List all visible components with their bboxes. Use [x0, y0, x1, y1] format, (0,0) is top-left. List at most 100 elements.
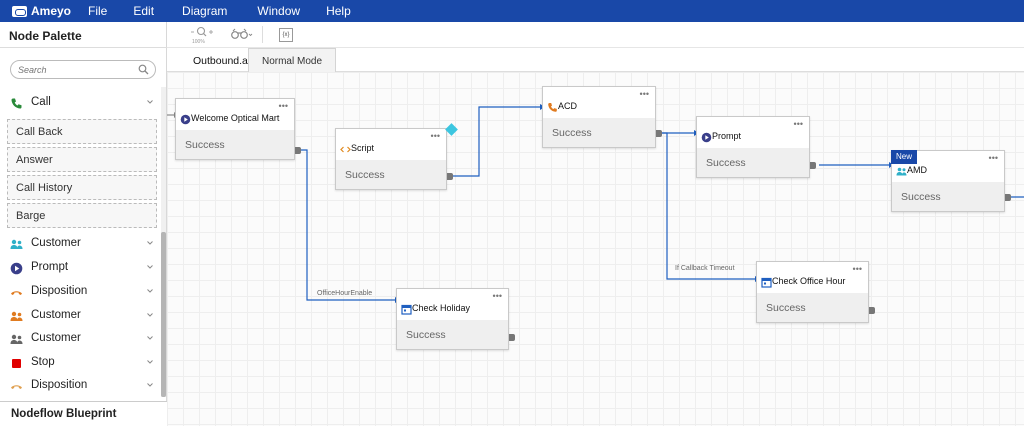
node-title: AMD	[907, 165, 927, 175]
edge-label-office-hour-enable: OfficeHourEnable	[317, 290, 373, 297]
node-check-holiday[interactable]: Check Holiday ••• Success	[396, 288, 509, 350]
phone-icon	[11, 98, 22, 109]
node-status: Success	[336, 160, 446, 189]
node-menu-button[interactable]: •••	[852, 264, 862, 274]
node-title: Prompt	[712, 131, 742, 141]
node-menu-button[interactable]: •••	[492, 291, 502, 301]
toolbar: 100% {x}	[167, 22, 1024, 48]
play-icon	[10, 262, 23, 275]
chevron-down-icon[interactable]	[146, 263, 154, 271]
node-status: Success	[892, 182, 1004, 211]
customers-icon	[896, 167, 907, 176]
node-status: Success	[176, 130, 294, 159]
calendar-icon	[761, 277, 772, 288]
menu-window[interactable]: Window	[257, 4, 301, 18]
hangup-icon	[11, 291, 22, 295]
category-prompt[interactable]: Prompt	[0, 258, 160, 278]
node-menu-button[interactable]: •••	[988, 153, 998, 163]
flow-canvas[interactable]: OfficeHourEnable If Callback Timeout Wel…	[167, 72, 1024, 426]
output-port[interactable]	[810, 162, 816, 169]
tab-bar: Outbound.aa Normal Mode	[167, 48, 1024, 73]
edge-label-callback-timeout: If Callback Timeout	[675, 265, 735, 272]
zoom-icon[interactable]	[189, 25, 215, 45]
new-badge: New	[891, 150, 917, 164]
category-label: Prompt	[31, 261, 69, 273]
search-box[interactable]	[10, 60, 156, 79]
category-label: Disposition	[31, 285, 88, 297]
nodeflow-blueprint-header[interactable]: Nodeflow Blueprint	[0, 401, 167, 426]
node-amd[interactable]: AMD ••• Success	[891, 150, 1005, 212]
node-header: Prompt •••	[697, 117, 809, 148]
node-status: Success	[397, 320, 508, 349]
node-title: ACD	[558, 101, 578, 111]
palette-item-answer[interactable]: Answer	[7, 147, 157, 172]
chevron-down-icon[interactable]	[146, 311, 154, 319]
toolbar-separator	[262, 26, 263, 43]
node-prompt[interactable]: Prompt ••• Success	[696, 116, 810, 178]
output-port[interactable]	[447, 173, 453, 180]
customers-icon	[10, 334, 23, 344]
node-menu-button[interactable]: •••	[639, 89, 649, 99]
node-header: Welcome Optical Mart •••	[176, 99, 294, 130]
chevron-down-icon[interactable]	[146, 381, 154, 389]
node-header: Check Holiday •••	[397, 289, 508, 320]
menu-diagram[interactable]: Diagram	[182, 4, 228, 18]
node-title: Check Holiday	[412, 303, 471, 313]
phone-icon	[548, 103, 557, 112]
node-welcome-optical-mart[interactable]: Welcome Optical Mart ••• Success	[175, 98, 295, 160]
variables-button[interactable]: {x}	[279, 28, 293, 42]
palette-item-barge[interactable]: Barge	[7, 203, 157, 228]
category-disposition-2[interactable]: Disposition	[0, 376, 160, 396]
category-customer[interactable]: Customer	[0, 234, 160, 254]
scrollbar-thumb[interactable]	[161, 232, 166, 397]
category-customer-2[interactable]: Customer	[0, 306, 160, 326]
calendar-icon	[401, 304, 412, 315]
menu-edit[interactable]: Edit	[133, 4, 155, 18]
customers-icon	[10, 311, 23, 321]
node-menu-button[interactable]: •••	[278, 101, 288, 111]
zoom-level: 100%	[192, 39, 205, 45]
node-header: AMD •••	[892, 151, 1004, 182]
category-call[interactable]: Call	[0, 93, 160, 113]
output-port[interactable]	[1005, 194, 1011, 201]
node-check-office-hour[interactable]: Check Office Hour ••• Success	[756, 261, 869, 323]
chevron-down-icon[interactable]	[146, 239, 154, 247]
output-port[interactable]	[869, 307, 875, 314]
tab-outbound-file[interactable]: Outbound.aa	[193, 55, 249, 67]
category-stop[interactable]: Stop	[0, 353, 160, 373]
chevron-down-icon[interactable]	[146, 98, 154, 106]
output-port[interactable]	[295, 147, 301, 154]
tab-normal-mode[interactable]: Normal Mode	[248, 48, 336, 73]
category-label: Call	[31, 96, 51, 108]
chevron-down-icon[interactable]	[146, 334, 154, 342]
menu-help[interactable]: Help	[326, 4, 351, 18]
palette-item-call-back[interactable]: Call Back	[7, 119, 157, 144]
node-status: Success	[757, 293, 868, 322]
node-title: Check Office Hour	[772, 276, 846, 286]
palette-item-call-history[interactable]: Call History	[7, 175, 157, 200]
category-label: Customer	[31, 332, 81, 344]
category-disposition[interactable]: Disposition	[0, 282, 160, 302]
node-menu-button[interactable]: •••	[430, 131, 440, 141]
menu-file[interactable]: File	[88, 4, 108, 18]
play-icon	[701, 132, 712, 143]
chevron-down-icon[interactable]	[146, 287, 154, 295]
node-status: Success	[697, 148, 809, 177]
hangup-icon	[11, 385, 22, 389]
binoculars-icon[interactable]	[231, 28, 253, 40]
node-menu-button[interactable]: •••	[793, 119, 803, 129]
search-icon[interactable]	[138, 64, 149, 75]
play-icon	[180, 114, 191, 125]
stop-icon	[12, 359, 21, 368]
chevron-down-icon[interactable]	[146, 358, 154, 366]
category-label: Disposition	[31, 379, 88, 391]
output-port[interactable]	[656, 130, 662, 137]
palette-title: Node Palette	[0, 22, 167, 48]
node-script[interactable]: Script ••• Success	[335, 128, 447, 190]
customers-icon	[10, 239, 23, 249]
output-port[interactable]	[509, 334, 515, 341]
category-label: Customer	[31, 237, 81, 249]
node-acd[interactable]: ACD ••• Success	[542, 86, 656, 148]
category-customer-3[interactable]: Customer	[0, 329, 160, 349]
search-input[interactable]	[11, 61, 129, 78]
